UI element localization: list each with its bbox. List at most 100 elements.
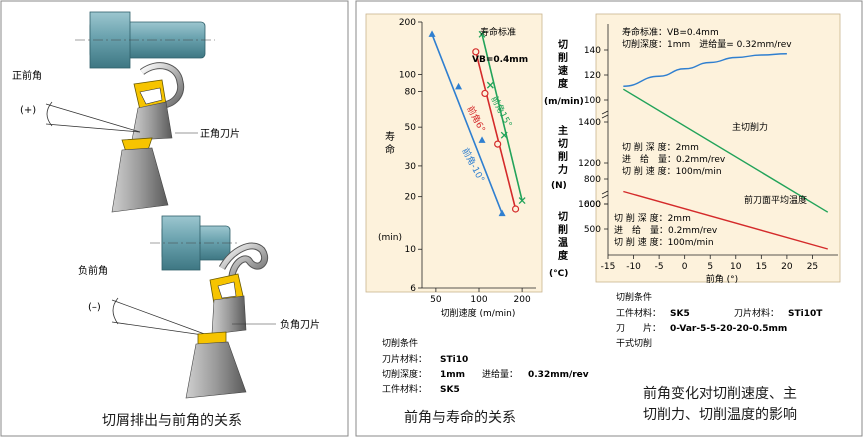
- rake-cond-blade-value: 0-Var-5-5-20-20-0.5mm: [670, 324, 787, 334]
- rake-cond-tool-label: 刀片材料：: [734, 307, 779, 319]
- negative-sign-label: (–): [88, 302, 101, 313]
- positive-rake-label: 正前角: [12, 69, 42, 82]
- rake-y-tick-label: 1400: [578, 118, 601, 128]
- life-cond-tool-value: STi10: [440, 355, 468, 365]
- rake-conditions: 切削条件 工件材料： SK5 刀片材料： STi10T 刀 片： 0-Var-5…: [616, 291, 823, 349]
- life-cond-feed-label: 进给量：: [482, 368, 518, 380]
- rake-y-tick-label: 1000: [578, 200, 601, 210]
- life-y-label: 寿命: [385, 130, 395, 156]
- rake-angle-arc: [46, 101, 53, 127]
- temp-curve: [623, 190, 828, 250]
- speed-curve: [623, 53, 787, 87]
- life-y-label-char1: 寿: [385, 130, 395, 143]
- speed-axis-label: 切削速度: [558, 39, 569, 90]
- speed-axis-unit: (m/min): [544, 97, 584, 107]
- axis-break-1: [601, 110, 609, 119]
- life-cond-work-value: SK5: [440, 385, 460, 395]
- rake-y-axis-labels: 切削速度 (m/min) 主切削力 (N) 切削温度 (°C): [544, 39, 584, 279]
- tool-holder-side: [111, 147, 169, 213]
- life-y-tick-label: 50: [405, 123, 417, 133]
- life-y-tick-label: 20: [405, 193, 417, 203]
- negative-insert-label: 负角刀片: [280, 318, 320, 331]
- force-curve: [622, 88, 829, 213]
- rake-y-tick-label: 1200: [578, 159, 601, 169]
- life-y-label-char2: 命: [385, 143, 395, 156]
- life-chart-background: [365, 13, 543, 293]
- rake-x-tick-label: 0: [682, 262, 688, 272]
- life-cond-title: 切削条件: [382, 337, 418, 349]
- speed-char1: 切: [558, 39, 568, 51]
- neg-rake-line-a: [111, 299, 211, 337]
- life-cond-depth-value: 1mm: [440, 370, 465, 380]
- insert-hole-neg: [217, 281, 237, 299]
- chip-curl-highlight: [140, 63, 184, 108]
- rake-x-tick-label: -5: [655, 262, 664, 272]
- life-marker-circle: [494, 140, 502, 148]
- rake-cond-work-value: SK5: [670, 309, 690, 319]
- temp-label: 前刀面平均温度: [744, 194, 807, 206]
- temp-char1: 切: [558, 211, 568, 223]
- rake-cond-blade-label: 刀 片：: [616, 322, 661, 334]
- rake-x-tick-label: 10: [730, 262, 742, 272]
- rake-cond2-line3: 切 削 速 度：100m/min: [622, 165, 722, 177]
- life-marker-triangle: [498, 209, 506, 217]
- rake-line-a: [45, 103, 141, 133]
- force-char1: 主: [558, 124, 568, 137]
- positive-sign-label: (+): [20, 105, 36, 116]
- life-y-tick-label: 10: [405, 245, 417, 255]
- negative-rake-label: 负前角: [78, 264, 108, 277]
- life-x-tick-label: 200: [514, 295, 531, 305]
- life-series-group: [431, 34, 523, 214]
- rake-cond1-line2: 切削深度：1mm 进给量= 0.32mm/rev: [622, 38, 792, 50]
- neg-rake-line-b: [111, 321, 211, 337]
- rake-x-tick-label: 25: [807, 262, 818, 272]
- life-annotation-vb: VB=0.4mm: [472, 55, 528, 65]
- rake-y-tick-label: 800: [584, 175, 601, 185]
- panel3-caption-line1: 前角变化对切削速度、主: [643, 385, 797, 402]
- life-marker-cross: [486, 81, 494, 89]
- panel2-caption: 前角与寿命的关系: [404, 409, 516, 426]
- life-markers-group: [428, 30, 526, 217]
- rake-cond-dry: 干式切削: [616, 337, 652, 349]
- rake-y-tick-label: 600: [584, 200, 601, 210]
- speed-char3: 速: [558, 64, 568, 77]
- rake-cond3-line1: 切 削 深 度：2mm: [614, 212, 691, 224]
- life-cond-work-label: 工件材料：: [382, 383, 427, 395]
- life-marker-circle: [511, 205, 520, 213]
- life-x-label: 切削速度 (m/min): [441, 307, 516, 319]
- life-line-15: [481, 34, 523, 201]
- life-marker-cross: [518, 197, 526, 205]
- rake-x-tick-label: 20: [781, 262, 793, 272]
- rake-cond3-line3: 切 削 速 度：100m/min: [614, 236, 714, 248]
- force-axis-unit: (N): [551, 181, 567, 191]
- life-y-tick-label: 80: [405, 88, 417, 98]
- life-marker-triangle: [478, 136, 486, 143]
- rake-y-tick-label: 100: [584, 96, 601, 106]
- chip-spiral-highlight: [219, 243, 268, 277]
- life-marker-triangle: [428, 30, 436, 37]
- rake-y-tick-label: 500: [584, 225, 601, 235]
- rake-cond-title: 切削条件: [616, 291, 652, 303]
- life-line-6: [475, 51, 517, 210]
- life-x-tick-label: 50: [430, 295, 442, 305]
- temp-axis-unit: (°C): [549, 269, 568, 279]
- temp-char4: 度: [558, 249, 569, 262]
- force-label: 主切削力: [732, 121, 768, 133]
- insert-hole-top: [139, 87, 163, 105]
- panel1-caption: 切屑排出与前角的关系: [102, 412, 242, 429]
- rake-cond3-line2: 进 给 量：0.2mm/rev: [614, 224, 718, 236]
- rake-x-tick-label: -10: [626, 262, 641, 272]
- tool-holder-neg-top: [211, 295, 247, 335]
- life-cond-depth-label: 切削深度：: [382, 368, 427, 380]
- force-char3: 削: [558, 150, 568, 163]
- life-line-neg10: [431, 34, 503, 214]
- life-y-tick-label: 6: [410, 284, 416, 294]
- rake-cond-work-label: 工件材料：: [616, 307, 661, 319]
- life-annotation-standard: 寿命标准: [480, 26, 516, 38]
- negative-rake-illustration: 负前角 (–) 负角刀片: [78, 215, 320, 399]
- life-y-unit: (min): [378, 233, 402, 243]
